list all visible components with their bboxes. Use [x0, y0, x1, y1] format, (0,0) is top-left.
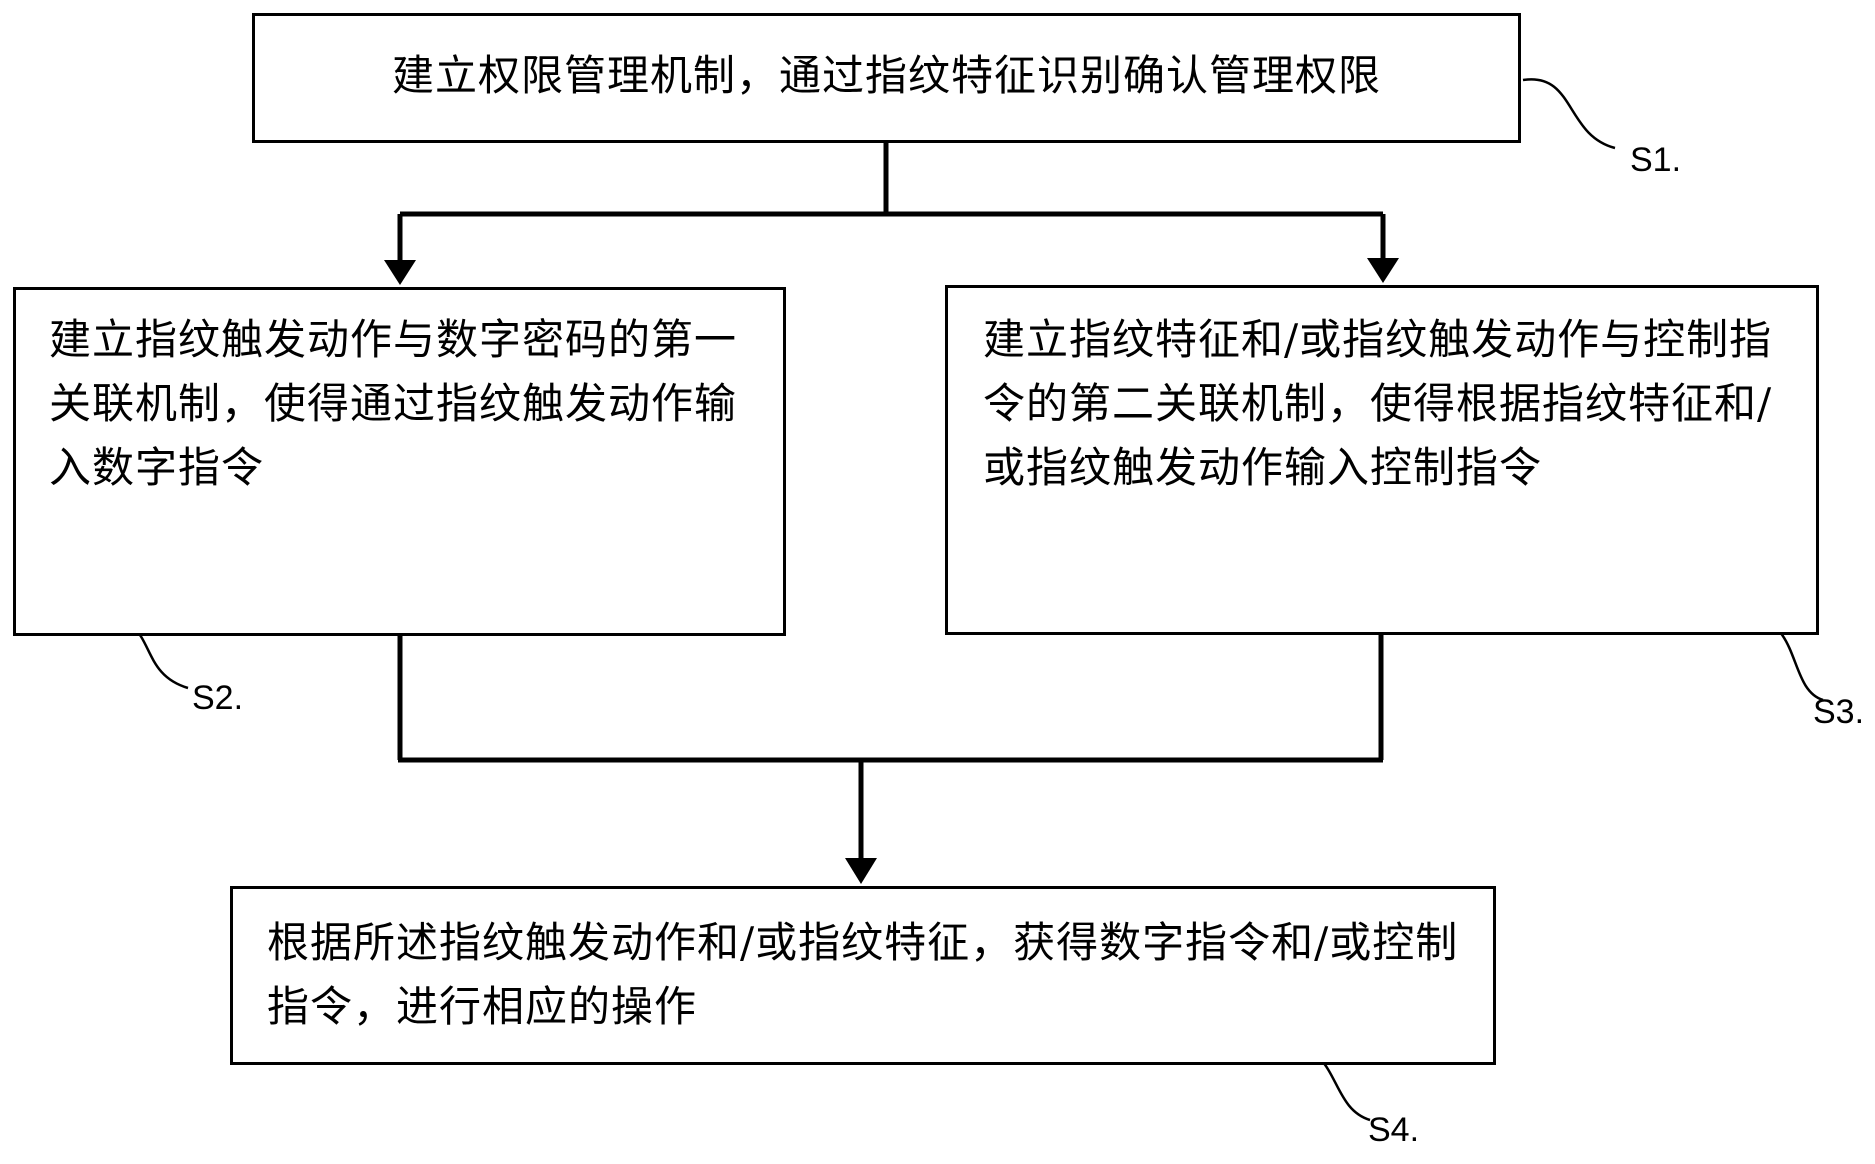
step-label-s4: S4.: [1368, 1111, 1420, 1149]
arrowhead-to-s3: [1367, 258, 1399, 283]
step-s3-box: 建立指纹特征和/或指纹触发动作与控制指令的第二关联机制，使得根据指纹特征和/或指…: [945, 285, 1819, 635]
step-s2-text: 建立指纹触发动作与数字密码的第一关联机制，使得通过指纹触发动作输入数字指令: [49, 315, 738, 492]
arrowhead-to-s2: [384, 260, 416, 285]
step-label-s2: S2.: [192, 679, 244, 717]
leader-s1: [1522, 78, 1616, 150]
step-label-s3: S3.: [1813, 693, 1865, 731]
step-s1-box: 建立权限管理机制，通过指纹特征识别确认管理权限: [252, 13, 1521, 143]
step-s4-text: 根据所述指纹触发动作和/或指纹特征，获得数字指令和/或控制指令，进行相应的操作: [267, 918, 1459, 1031]
step-s2-box: 建立指纹触发动作与数字密码的第一关联机制，使得通过指纹触发动作输入数字指令: [13, 287, 786, 636]
step-s3-text: 建立指纹特征和/或指纹触发动作与控制指令的第二关联机制，使得根据指纹特征和/或指…: [983, 315, 1773, 492]
step-label-s1: S1.: [1630, 141, 1682, 179]
arrowhead-to-s4: [845, 858, 877, 884]
step-s4-box: 根据所述指纹触发动作和/或指纹特征，获得数字指令和/或控制指令，进行相应的操作: [230, 886, 1496, 1065]
step-s1-text: 建立权限管理机制，通过指纹特征识别确认管理权限: [391, 51, 1381, 100]
